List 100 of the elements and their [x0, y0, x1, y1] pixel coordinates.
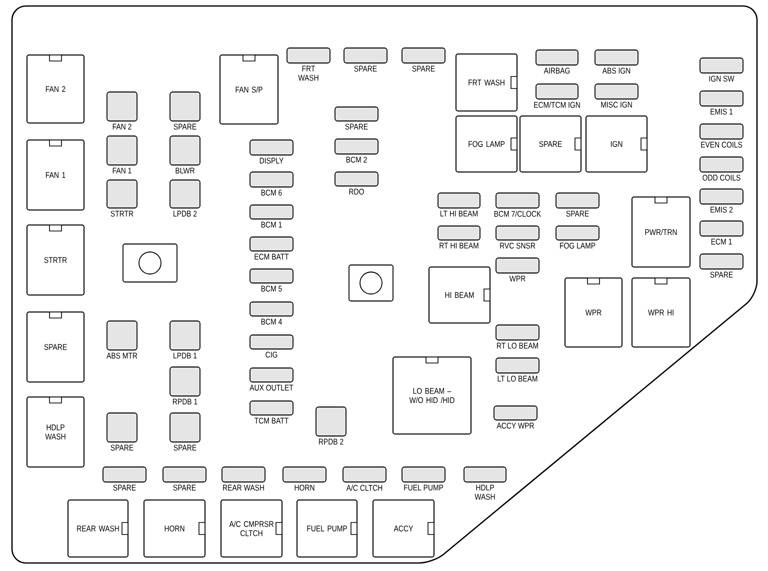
fuse: FAN 1	[106, 136, 138, 174]
fuse: SPARE	[170, 412, 200, 451]
fuse: SPARE	[700, 254, 744, 278]
relay: LO BEAM – W/O HID /HID	[392, 356, 472, 434]
node-label: EVEN COILS	[701, 142, 742, 148]
node-label: A/C CLTCH	[346, 484, 382, 491]
node-label: BCM 4	[261, 318, 282, 325]
fuse: MISC IGN	[594, 84, 638, 108]
relay: FRT WASH	[456, 54, 518, 112]
node-label: SPARE	[174, 444, 196, 451]
fuse: BCM 6	[250, 172, 294, 196]
fuse: EMIS 2	[700, 188, 744, 213]
fuse: REAR WASH	[222, 466, 266, 491]
node-label: AIRBAG	[544, 68, 570, 74]
node-label: HORN	[294, 484, 314, 491]
node-label: ACCY WPR	[496, 422, 534, 429]
node-label: RDO	[349, 188, 364, 195]
fuse: BLWR	[170, 136, 200, 174]
fuse: ACCY WPR	[494, 406, 538, 429]
fuse: STRTR	[106, 180, 138, 217]
node-label: STRTR	[110, 210, 134, 217]
fuse: HORN	[282, 466, 326, 491]
node-label: RPDB 1	[172, 398, 198, 404]
relay: FUEL PUMP	[296, 500, 358, 558]
node-label: ECM 1	[711, 238, 732, 245]
relay: HDLP WASH	[26, 396, 84, 468]
fuse: RDO	[334, 172, 378, 195]
node-label: BCM 1	[261, 222, 282, 228]
fuse: HDLP WASH	[464, 466, 506, 500]
fuse: SPARE	[556, 192, 600, 217]
node-label: LT LO BEAM	[498, 376, 538, 382]
fuse: BCM 7/CLOCK	[494, 192, 542, 217]
fuse: ABS IGN	[594, 50, 638, 74]
fuse: RT LO BEAM	[496, 324, 540, 349]
node-label: SPARE	[354, 66, 377, 72]
node-label: ECM/TCM IGN	[534, 102, 580, 108]
relay: IGN	[586, 116, 648, 172]
node-label: RT LO BEAM	[497, 342, 538, 349]
fuse: RPDB 2	[316, 406, 346, 444]
relay: SPARE	[26, 312, 84, 382]
fuse: SPARE	[334, 106, 378, 130]
fuse: FAN 2	[106, 92, 138, 130]
node-label: ABS IGN	[602, 68, 630, 74]
node-label: SPARE	[113, 484, 136, 491]
fuse: LPDB 1	[170, 320, 200, 358]
relay: A/C CMPRSR CLTCH	[220, 500, 282, 558]
fuse: LT HI BEAM	[438, 192, 480, 216]
node-label: RPDB 2	[318, 438, 344, 444]
relay: ACCY	[372, 500, 434, 558]
fuse: LT LO BEAM	[496, 358, 540, 382]
node-label: SPARE	[710, 272, 733, 278]
node-label: MISC IGN	[601, 102, 632, 108]
node-label: WPR	[509, 276, 526, 282]
fuse: AIRBAG	[536, 50, 578, 74]
fuse: SPARE	[344, 48, 388, 72]
node-label: AUX OUTLET	[250, 384, 294, 391]
node-label: BCM 5	[261, 286, 282, 292]
fuse: ECM 1	[700, 220, 744, 245]
node-label: SPARE	[110, 444, 134, 451]
node-label: IGN SW	[709, 76, 734, 82]
fuse: ECM BATT	[250, 236, 294, 260]
fuse: CIG	[250, 334, 294, 358]
fuse: ODD COILS	[700, 156, 744, 181]
node-label: SPARE	[566, 210, 589, 217]
relay: REAR WASH	[68, 500, 128, 558]
node-label: SPARE	[412, 66, 435, 72]
node-label: ODD COILS	[702, 174, 740, 181]
fuse: EVEN COILS	[700, 124, 744, 148]
fuse: FOG LAMP	[556, 226, 600, 249]
fuse: BCM 4	[250, 302, 294, 325]
node-label: LT HI BEAM	[440, 210, 478, 216]
fuse: ABS MTR	[106, 320, 138, 359]
fuse: SPARE	[162, 466, 206, 491]
fuse: DISPLY	[250, 140, 294, 164]
node-label: SPARE	[174, 124, 196, 130]
fuse: A/C CLTCH	[342, 466, 386, 491]
node-label: BLWR	[176, 168, 195, 174]
fuse: SPARE	[170, 92, 200, 130]
node-label: HDLP WASH	[474, 484, 495, 500]
fuse: RPDB 1	[170, 366, 200, 404]
relay: STRTR	[26, 224, 84, 296]
node-label: TCM BATT	[254, 418, 289, 424]
fuse: RVC SNSR	[496, 226, 540, 249]
fuse: SPARE	[402, 48, 446, 72]
fuse: FRT WASH	[286, 48, 330, 81]
node-label: ABS MTR	[106, 352, 138, 359]
fuse: LPDB 2	[170, 180, 200, 216]
node-label: BCM 2	[346, 156, 367, 163]
relay: FAN S/P	[220, 54, 278, 124]
node-label: SPARE	[345, 124, 368, 130]
node-label: REAR WASH	[223, 484, 264, 491]
node-label: CIG	[266, 352, 278, 358]
fuse: BCM 2	[334, 138, 378, 163]
node-label: EMIS 2	[710, 206, 733, 213]
node-label: FUEL PUMP	[404, 484, 444, 490]
node-label: RVC SNSR	[500, 242, 536, 249]
fuse: EMIS 1	[700, 90, 744, 115]
fuse: TCM BATT	[250, 400, 294, 424]
relay: WPR	[564, 278, 622, 348]
fuse: SPARE	[106, 412, 138, 451]
